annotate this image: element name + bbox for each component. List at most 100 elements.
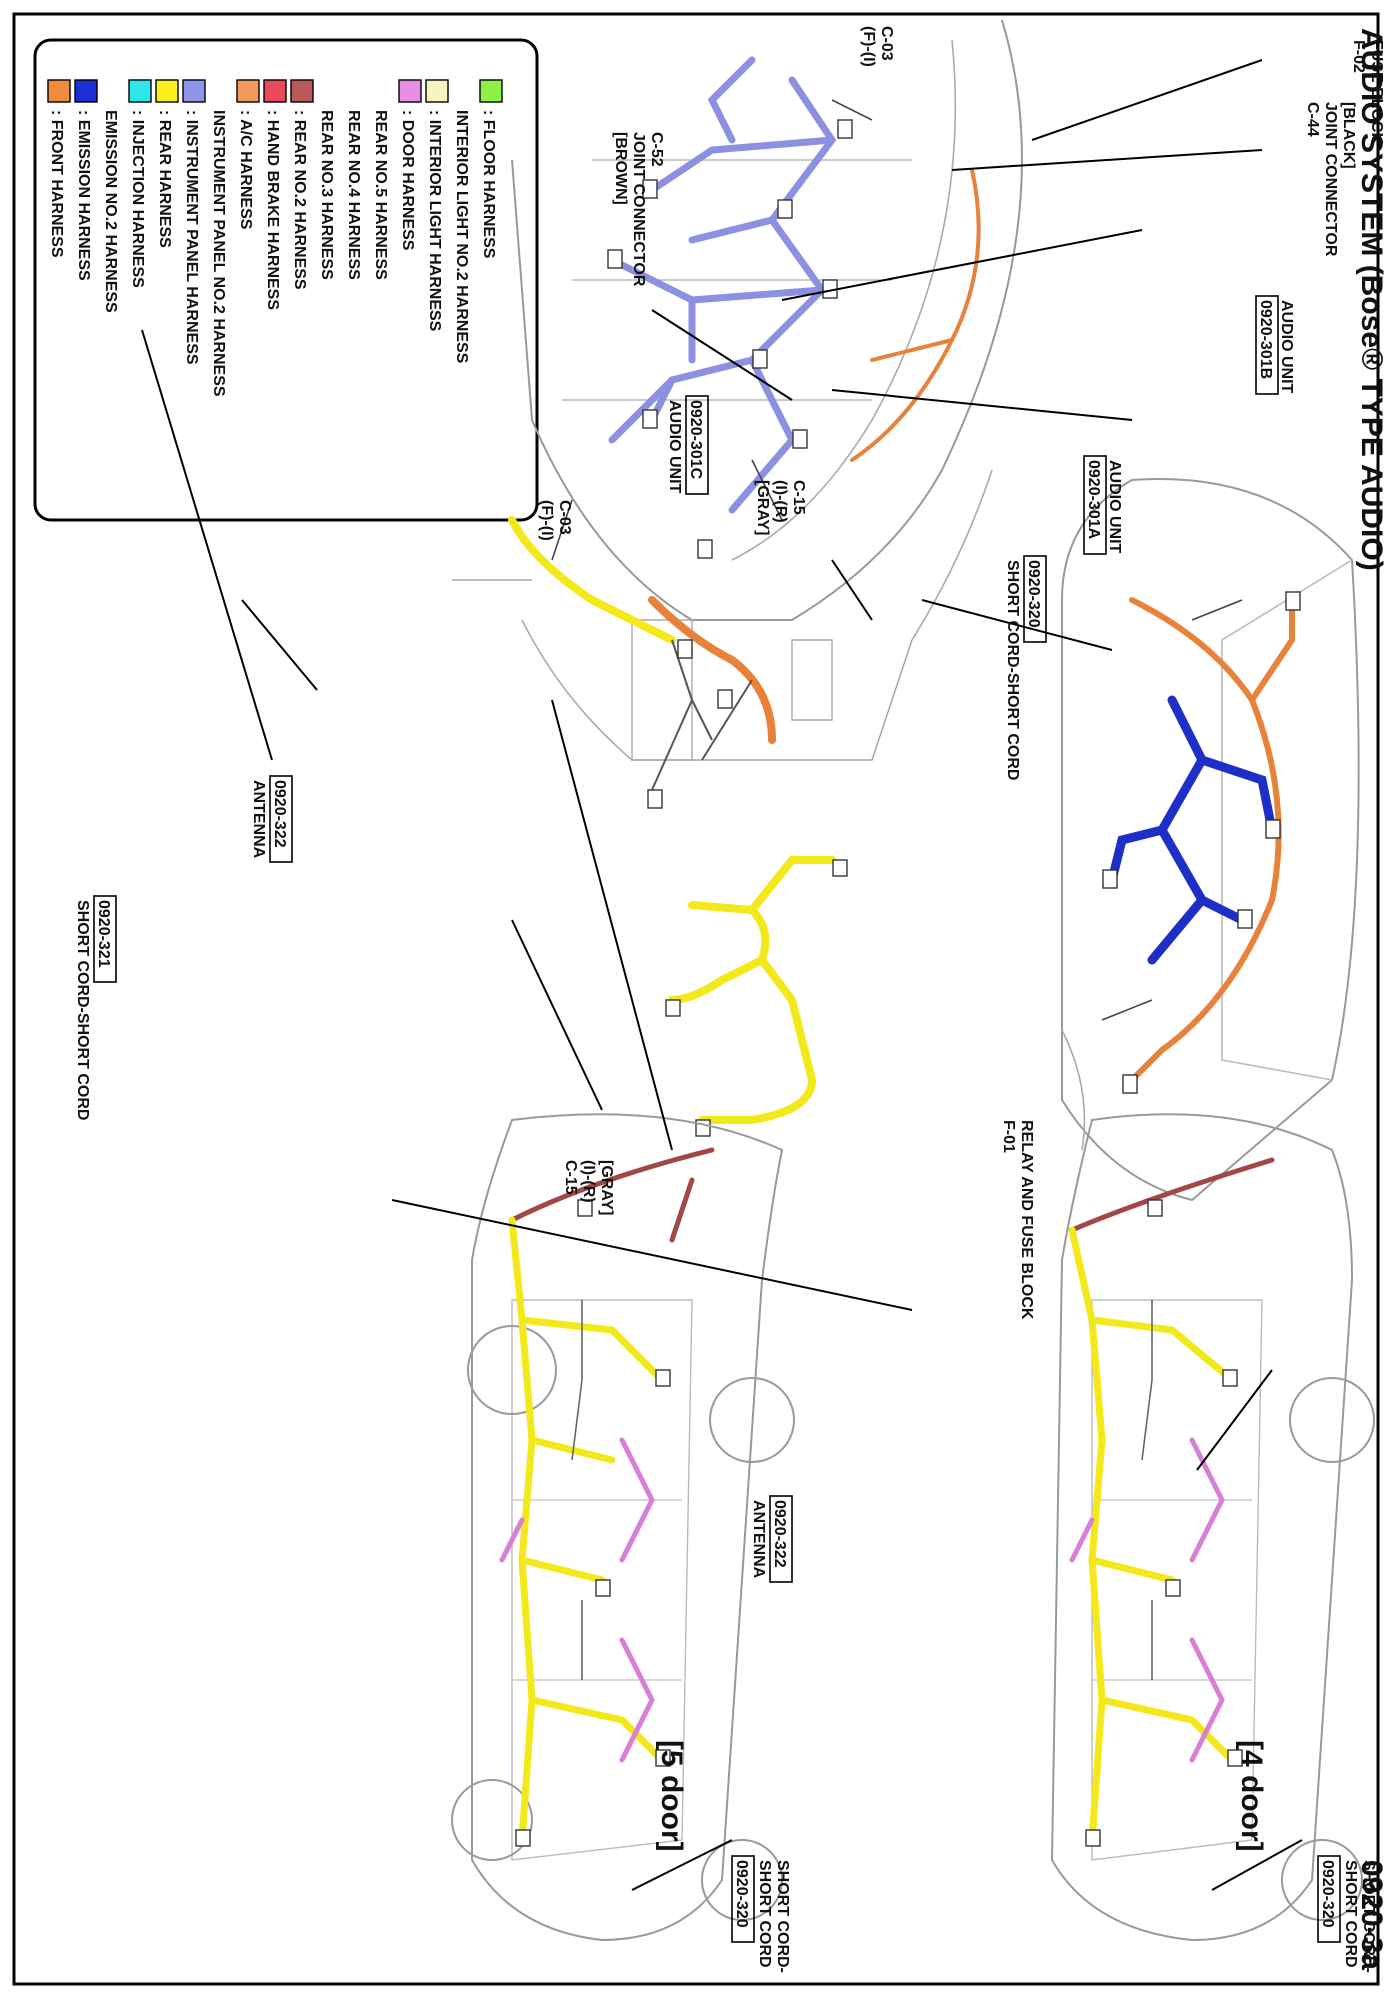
- door-harness-4: [1069, 1437, 1225, 1763]
- legend-label: : FRONT HARNESS: [48, 110, 65, 258]
- legend-frame: [33, 38, 539, 522]
- legend-swatch: [236, 79, 260, 103]
- legend-label: INSTRUMENT PANEL NO.2 HARNESS: [210, 110, 227, 397]
- c03-top-pos: (F)-(I): [860, 26, 877, 67]
- door4-code: 0920-320: [1319, 1860, 1336, 1928]
- antenna-4-code: 0920-322: [771, 1500, 788, 1568]
- door4-code-box: [1317, 1855, 1341, 1943]
- legend-label: EMISSION NO.2 HARNESS: [102, 110, 119, 313]
- legend-swatch: [74, 79, 98, 103]
- door4-name2: SHORT CORD: [1342, 1860, 1359, 1968]
- c15-top-color: [GRAY]: [754, 480, 771, 535]
- short-cord-mid-code: 0920-320: [1025, 560, 1042, 628]
- c15-top-pos: (I)-(R): [772, 480, 789, 523]
- legend-label: : INJECTION HARNESS: [129, 110, 146, 288]
- audio-c-code-box: [685, 395, 709, 495]
- legend-swatch: [398, 79, 422, 103]
- legend-label: : REAR NO.2 HARNESS: [291, 110, 308, 290]
- legend-label: : DOOR HARNESS: [399, 110, 416, 251]
- c15-rear-harness: [665, 856, 848, 1137]
- console-view: [452, 469, 993, 809]
- legend-swatch: [182, 79, 206, 103]
- legend-label: : HAND BRAKE HARNESS: [264, 110, 281, 310]
- fuse-block-code: F-02: [1350, 40, 1367, 73]
- page-border: [12, 12, 1380, 1986]
- c15-mid-code: C-15: [562, 1160, 579, 1195]
- harness-legend: : FRONT HARNESS : EMISSION HARNESS EMISSI…: [33, 38, 539, 522]
- antenna-5-name: ANTENNA: [250, 780, 267, 859]
- audio-c-name: AUDIO UNIT: [666, 400, 683, 494]
- audio-a-code-box: [1083, 455, 1107, 555]
- legend-label: INTERIOR LIGHT NO.2 HARNESS: [453, 110, 470, 364]
- c15-top-code: C-15: [790, 480, 807, 515]
- fuse-block-label: FUSE BLOCK: [1368, 40, 1385, 144]
- legend-swatch: [47, 79, 71, 103]
- legend-swatch: [128, 79, 152, 103]
- short-cord-mid-name: SHORT CORD-SHORT CORD: [1004, 560, 1021, 780]
- door5-code: 0920-320: [733, 1860, 750, 1928]
- front-harness-dash: [850, 168, 981, 462]
- leader-lines: [141, 59, 1303, 1891]
- legend-label: : A/C HARNESS: [237, 110, 254, 230]
- relay-code: F-01: [1000, 1120, 1017, 1153]
- legend-swatch: [479, 79, 503, 103]
- c44-code: C-44: [1304, 102, 1321, 137]
- legend-label: : FLOOR HARNESS: [480, 110, 497, 259]
- door5-name2: SHORT CORD: [756, 1860, 773, 1968]
- c15-mid-color: [GRAY]: [598, 1160, 615, 1215]
- c52-name: JOINT CONNECTOR: [630, 132, 647, 287]
- legend-swatch: [290, 79, 314, 103]
- car-4-door: [1050, 1113, 1375, 1942]
- short-cord-mid-box: [1023, 555, 1047, 643]
- c52-code: C-52: [648, 132, 665, 167]
- page-title: AUDIO SYSTEM (Bose® TYPE AUDIO): [1355, 28, 1388, 571]
- audio-a-name: AUDIO UNIT: [1106, 460, 1123, 554]
- door-harness-5: [499, 1437, 655, 1763]
- emission-harness: [1107, 695, 1277, 965]
- audio-c-code: 0920-301C: [687, 400, 704, 480]
- legend-swatch: [155, 79, 179, 103]
- rear-harness-console: [508, 516, 676, 644]
- page-code: 0920-3a: [1355, 1860, 1388, 1970]
- antenna-4-name: ANTENNA: [750, 1500, 767, 1579]
- c03-mid-code: C-03: [556, 500, 573, 535]
- short-321-name: SHORT CORD-SHORT CORD: [74, 900, 91, 1120]
- door4-name1: SHORT CORD-: [1360, 1860, 1377, 1973]
- rear-no2-harness-5: [509, 1147, 715, 1243]
- legend-label: : EMISSION HARNESS: [75, 110, 92, 281]
- legend-swatch: [425, 79, 449, 103]
- door5-label: [5 door]: [655, 1740, 688, 1852]
- c44-color: [BLACK]: [1340, 102, 1357, 169]
- c03-top-code: C-03: [878, 26, 895, 61]
- antenna-4-box: [769, 1495, 793, 1583]
- audio-b-code-box: [1255, 295, 1279, 395]
- door5-name1: SHORT CORD-: [774, 1860, 791, 1973]
- antenna-5-box: [269, 775, 293, 863]
- legend-label: REAR NO.3 HARNESS: [318, 110, 335, 280]
- rotated-layer: AUDIO SYSTEM (Bose® TYPE AUDIO) 0920-3a …: [33, 19, 1388, 1973]
- rear-harness-4: [1068, 1226, 1236, 1844]
- door4-label: [4 door]: [1235, 1740, 1268, 1852]
- legend-label: : REAR HARNESS: [156, 110, 173, 248]
- engine-bay-view: [1061, 478, 1360, 1202]
- callout-labels: FUSE BLOCK F-02 C-03 (F)-(I) [BLACK] JOI…: [74, 26, 1385, 1973]
- door5-code-box: [731, 1855, 755, 1943]
- front-harness-engine: [1129, 597, 1295, 1083]
- audio-b-name: AUDIO UNIT: [1278, 300, 1295, 394]
- legend-label: REAR NO.4 HARNESS: [345, 110, 362, 280]
- short-321-box: [93, 895, 117, 983]
- c44-name: JOINT CONNECTOR: [1322, 102, 1339, 257]
- car-5-door: [451, 1113, 795, 1942]
- instrument-harness: [608, 56, 837, 514]
- antenna-5-code: 0920-322: [271, 780, 288, 848]
- relay-name: RELAY AND FUSE BLOCK: [1018, 1120, 1035, 1320]
- legend-label: : INTERIOR LIGHT HARNESS: [426, 110, 443, 332]
- short-321-code: 0920-321: [95, 900, 112, 968]
- instrument-panel-view: [511, 19, 1023, 621]
- front-harness-console: [648, 596, 776, 744]
- audio-b-code: 0920-301B: [1257, 300, 1274, 379]
- legend-label: REAR NO.5 HARNESS: [372, 110, 389, 280]
- legend-swatch: [263, 79, 287, 103]
- c15-mid-pos: (I)-(R): [580, 1160, 597, 1203]
